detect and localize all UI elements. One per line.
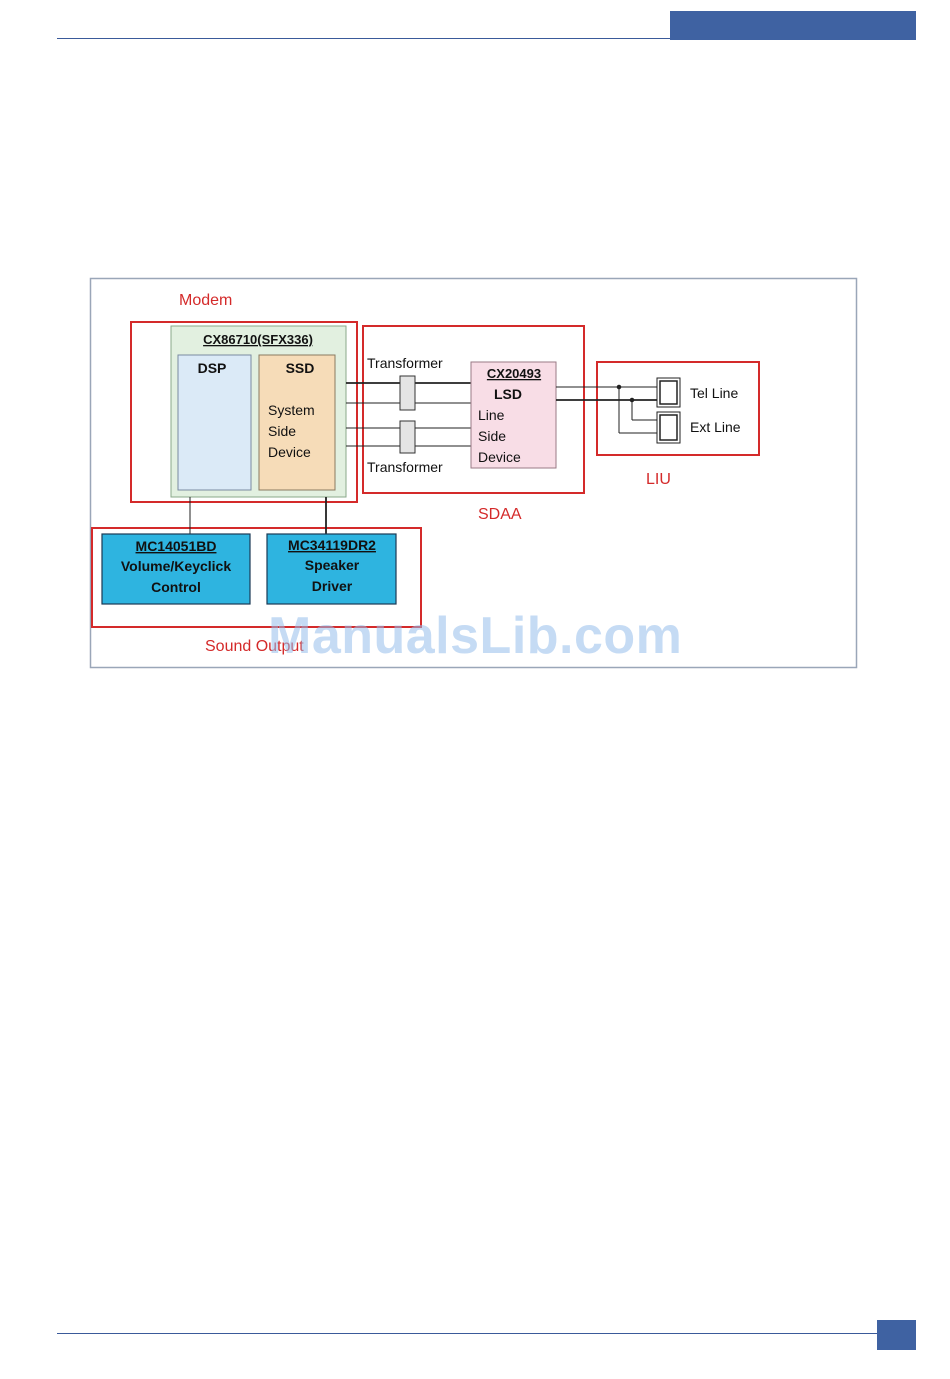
chip-lsd-line-1: Line <box>478 407 505 423</box>
chip-lsd-abbr: LSD <box>494 386 522 402</box>
tel-line-label: Tel Line <box>690 385 738 401</box>
sound-chip-1-line2: Control <box>151 579 201 595</box>
chip-lsd-line-2: Side <box>478 428 506 444</box>
transformer-top <box>400 376 415 410</box>
ext-line-port-inner <box>660 415 677 440</box>
ssd-label: SSD <box>286 360 315 376</box>
footer-tab <box>877 1320 916 1350</box>
ssd-line-1: System <box>268 402 315 418</box>
transformer-bottom-label: Transformer <box>367 459 443 475</box>
dsp-label: DSP <box>198 360 227 376</box>
tel-line-port-inner <box>660 381 677 404</box>
transformer-top-label: Transformer <box>367 355 443 371</box>
ssd-line-3: Device <box>268 444 311 460</box>
chip-lsd-line-3: Device <box>478 449 521 465</box>
sound-chip-2-line2: Driver <box>312 578 353 594</box>
liu-group-label: LIU <box>646 471 671 488</box>
ext-line-label: Ext Line <box>690 419 741 435</box>
sound-chip-2-line1: Speaker <box>305 557 360 573</box>
sound-chip-1-line1: Volume/Keyclick <box>121 558 231 574</box>
ssd-line-2: Side <box>268 423 296 439</box>
chip-main-title: CX86710(SFX336) <box>203 332 313 347</box>
modem-group-label: Modem <box>179 292 232 309</box>
transformer-bottom <box>400 421 415 453</box>
sdaa-group-label: SDAA <box>478 506 522 523</box>
chip-lsd-title: CX20493 <box>487 366 541 381</box>
footer-rule <box>57 1333 877 1334</box>
sound-chip-2-part: MC34119DR2 <box>288 537 376 553</box>
watermark: ManualsLib.com <box>268 606 682 666</box>
sound-chip-1-part: MC14051BD <box>136 538 217 554</box>
